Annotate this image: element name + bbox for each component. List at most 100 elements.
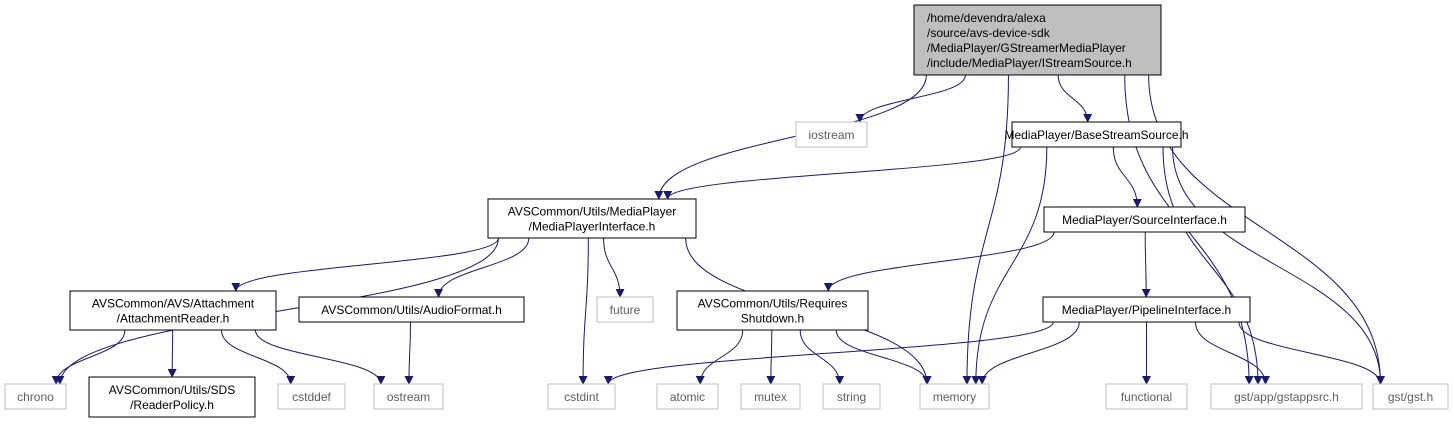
node-root-label-line: /home/devendra/alexa	[927, 11, 1046, 25]
nodes-layer: /home/devendra/alexa/source/avs-device-s…	[4, 4, 1449, 418]
node-ostream: ostream	[373, 383, 444, 410]
edge-basestream-to-mpi	[663, 146, 1021, 200]
node-root[interactable]: /home/devendra/alexa/source/avs-device-s…	[913, 4, 1162, 76]
edge-pipeline-to-cstdint	[603, 321, 1054, 385]
edge-basestream-to-memory	[971, 146, 1048, 385]
node-memory: memory	[919, 383, 990, 410]
edge-attreader-to-cstddef	[220, 329, 296, 385]
node-pipeline-box	[1042, 296, 1251, 323]
node-basestream[interactable]: MediaPlayer/BaseStreamSource.h	[1004, 121, 1189, 148]
node-functional-box	[1105, 383, 1188, 410]
node-sourceif[interactable]: MediaPlayer/SourceInterface.h	[1043, 206, 1246, 233]
node-gst-box	[1372, 383, 1449, 410]
edge-pipeline-to-gstappsrc	[1195, 321, 1270, 385]
node-string-box	[822, 383, 881, 410]
node-root-box	[913, 4, 1162, 76]
node-attreader[interactable]: AVSCommon/AVS/Attachment/AttachmentReade…	[69, 290, 277, 331]
node-mpi-label-line: /MediaPlayerInterface.h	[529, 220, 656, 234]
node-gst: gst/gst.h	[1372, 383, 1449, 410]
edge-pipeline-to-gst	[1238, 321, 1385, 385]
edge-root-to-basestream	[1057, 74, 1093, 123]
node-atomic-label-line: atomic	[670, 390, 705, 404]
node-future: future	[596, 296, 654, 323]
node-functional: functional	[1105, 383, 1188, 410]
node-reqshutdown-label-line: Shutdown.h	[741, 312, 804, 326]
node-cstddef-label-line: cstddef	[292, 390, 331, 404]
edge-audioformat-to-ostream	[404, 321, 414, 385]
node-cstdint-box	[547, 383, 616, 410]
edge-attreader-to-chrono	[51, 329, 126, 385]
node-readerpolicy-box	[88, 376, 256, 418]
node-readerpolicy-label-line: AVSCommon/Utils/SDS	[109, 383, 235, 397]
edge-mpi-to-chrono	[55, 237, 499, 385]
node-chrono: chrono	[4, 383, 67, 410]
node-audioformat-box	[298, 296, 525, 323]
node-cstddef-box	[277, 383, 346, 410]
node-chrono-label-line: chrono	[17, 390, 54, 404]
edge-reqshutdown-to-atomic	[695, 329, 744, 385]
node-attreader-label-line: AVSCommon/AVS/Attachment	[92, 297, 255, 311]
edge-mpi-to-cstdint	[578, 237, 589, 385]
edge-reqshutdown-to-memory	[835, 329, 932, 385]
node-future-box	[596, 296, 654, 323]
node-functional-label-line: functional	[1121, 390, 1172, 404]
node-attreader-box	[69, 290, 277, 331]
node-gstappsrc-box	[1210, 383, 1363, 410]
node-sourceif-label-line: MediaPlayer/SourceInterface.h	[1062, 213, 1227, 227]
node-iostream: iostream	[795, 121, 868, 148]
edge-sourceif-to-pipeline	[1141, 231, 1151, 298]
node-string: string	[822, 383, 881, 410]
edge-mpi-to-attreader	[231, 237, 499, 292]
node-mpi[interactable]: AVSCommon/Utils/MediaPlayer/MediaPlayerI…	[487, 198, 697, 239]
node-gstappsrc-label-line: gst/app/gstappsrc.h	[1234, 390, 1339, 404]
node-cstdint-label-line: cstdint	[564, 390, 599, 404]
node-reqshutdown-box	[676, 290, 869, 331]
node-gst-label-line: gst/gst.h	[1388, 390, 1433, 404]
node-root-label-line: /source/avs-device-sdk	[927, 26, 1051, 40]
node-chrono-box	[4, 383, 67, 410]
edge-attreader-to-readerpolicy	[167, 329, 177, 378]
node-audioformat[interactable]: AVSCommon/Utils/AudioFormat.h	[298, 296, 525, 323]
edge-reqshutdown-to-string	[799, 329, 845, 385]
edge-attreader-to-ostream	[254, 329, 386, 385]
node-readerpolicy-label-line: /ReaderPolicy.h	[130, 398, 214, 412]
edge-basestream-to-gst	[1172, 146, 1385, 385]
node-audioformat-label-line: AVSCommon/Utils/AudioFormat.h	[321, 303, 502, 317]
edge-basestream-to-gstappsrc	[1162, 146, 1263, 385]
edge-pipeline-to-memory	[977, 321, 1080, 385]
node-pipeline[interactable]: MediaPlayer/PipelineInterface.h	[1042, 296, 1251, 323]
node-pipeline-label-line: MediaPlayer/PipelineInterface.h	[1062, 303, 1231, 317]
node-cstdint: cstdint	[547, 383, 616, 410]
node-mutex-box	[740, 383, 801, 410]
node-ostream-label-line: ostream	[387, 390, 430, 404]
edge-root-to-mpi	[654, 74, 927, 200]
node-mpi-box	[487, 198, 697, 239]
node-memory-box	[919, 383, 990, 410]
node-mutex-label-line: mutex	[754, 390, 787, 404]
node-memory-label-line: memory	[933, 390, 976, 404]
node-atomic: atomic	[656, 383, 719, 410]
node-cstddef: cstddef	[277, 383, 346, 410]
node-mpi-label-line: AVSCommon/Utils/MediaPlayer	[508, 205, 677, 219]
node-basestream-box	[1011, 121, 1182, 148]
node-iostream-box	[795, 121, 868, 148]
node-string-label-line: string	[837, 390, 866, 404]
edge-root-to-iostream	[855, 74, 966, 123]
node-atomic-box	[656, 383, 719, 410]
edge-mpi-to-future	[603, 237, 625, 298]
node-iostream-label-line: iostream	[808, 128, 854, 142]
node-readerpolicy[interactable]: AVSCommon/Utils/SDS/ReaderPolicy.h	[88, 376, 256, 418]
node-attreader-label-line: /AttachmentReader.h	[117, 312, 230, 326]
node-gstappsrc: gst/app/gstappsrc.h	[1210, 383, 1363, 410]
node-ostream-box	[373, 383, 444, 410]
node-reqshutdown-label-line: AVSCommon/Utils/Requires	[698, 297, 848, 311]
node-mutex: mutex	[740, 383, 801, 410]
edge-sourceif-to-reqshutdown	[823, 231, 1055, 292]
edge-root-to-memory	[962, 74, 1009, 385]
node-root-label-line: /MediaPlayer/GStreamerMediaPlayer	[927, 41, 1126, 55]
node-root-label-line: /include/MediaPlayer/IStreamSource.h	[927, 56, 1132, 70]
node-basestream-label-line: MediaPlayer/BaseStreamSource.h	[1004, 128, 1188, 142]
node-sourceif-box	[1043, 206, 1246, 233]
